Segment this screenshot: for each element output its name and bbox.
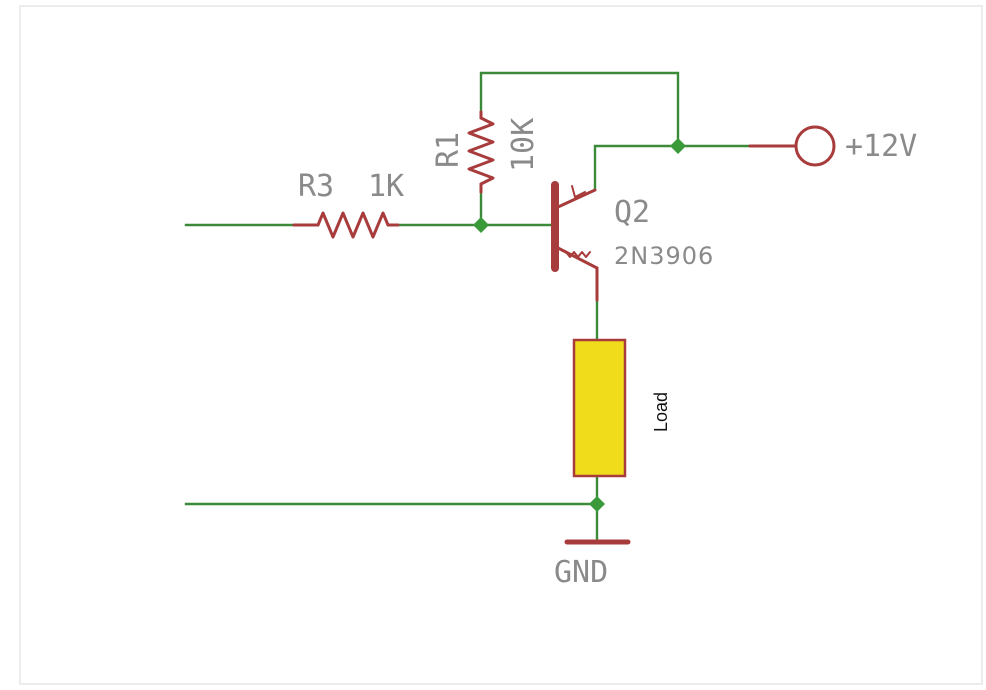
emitter-supply-wire: [593, 144, 752, 192]
emitter-arrow-icon: [571, 185, 586, 198]
junction-dot-supply: [670, 138, 686, 154]
junctions: [473, 138, 686, 512]
sheet-frame: [19, 5, 983, 685]
r1-value-label: 10K: [506, 118, 541, 172]
r3-name-label: R3: [298, 169, 334, 204]
collector-lead-hatch: [565, 251, 591, 258]
resistor-r1: [467, 110, 495, 194]
transistor-q2: [551, 181, 599, 302]
ground-label: GND: [554, 555, 608, 590]
junction-dot-ground: [589, 496, 605, 512]
r1-name-label: R1: [431, 132, 466, 168]
r1-top-loop-wire: [479, 71, 680, 148]
supply-terminal: [748, 125, 836, 167]
supply-terminal-circle-icon: [794, 125, 836, 167]
junction-dot-base: [473, 217, 489, 233]
resistor-r3: [292, 211, 400, 239]
wires: [184, 71, 752, 542]
supply-label: +12V: [845, 129, 917, 164]
q2-part-label: 2N3906: [614, 242, 714, 270]
q2-name-label: Q2: [614, 195, 650, 230]
load-block: [572, 338, 627, 478]
r3-value-label: 1K: [368, 169, 404, 204]
load-label: Load: [651, 392, 671, 432]
